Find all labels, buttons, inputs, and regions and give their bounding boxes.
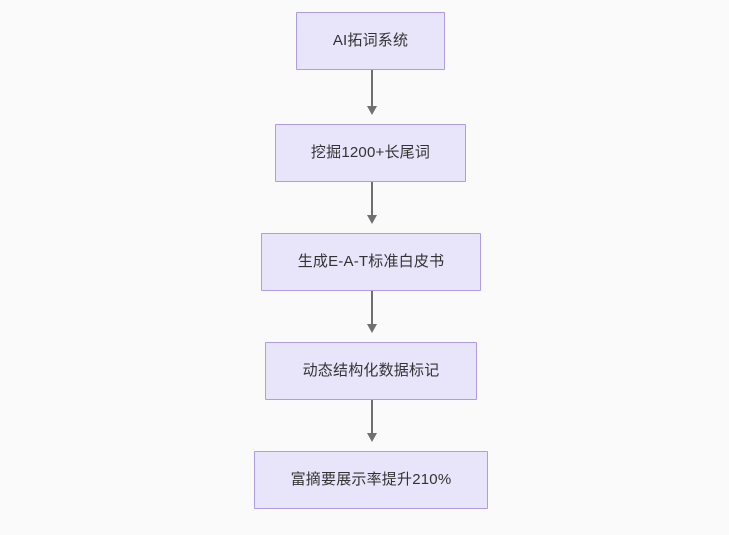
flow-edge-n3-n4 <box>367 291 377 333</box>
flow-node-label: 动态结构化数据标记 <box>302 362 440 379</box>
flow-node-label: 生成E-A-T标准白皮书 <box>297 253 445 270</box>
flow-node-label: 挖掘1200+长尾词 <box>310 144 431 161</box>
flow-node-label: AI拓词系统 <box>332 32 409 49</box>
flow-node-mine-longtail-keywords[interactable]: 挖掘1200+长尾词 <box>275 124 466 182</box>
arrowhead-icon <box>367 106 377 115</box>
arrowhead-icon <box>367 433 377 442</box>
flow-edge-n4-n5 <box>367 399 377 442</box>
flow-edge-n1-n2 <box>367 70 377 115</box>
flow-node-ai-keyword-system[interactable]: AI拓词系统 <box>296 12 445 70</box>
flow-node-dynamic-structured-data-markup[interactable]: 动态结构化数据标记 <box>265 342 477 400</box>
flow-edge-n2-n3 <box>367 182 377 224</box>
edge-line <box>371 70 373 107</box>
edge-line <box>371 399 373 434</box>
arrowhead-icon <box>367 215 377 224</box>
flow-node-rich-snippet-impression-lift[interactable]: 富摘要展示率提升210% <box>254 451 488 509</box>
arrowhead-icon <box>367 324 377 333</box>
flow-node-label: 富摘要展示率提升210% <box>290 471 452 488</box>
edge-line <box>371 182 373 216</box>
flow-node-generate-eat-whitepaper[interactable]: 生成E-A-T标准白皮书 <box>261 233 481 291</box>
edge-line <box>371 291 373 325</box>
